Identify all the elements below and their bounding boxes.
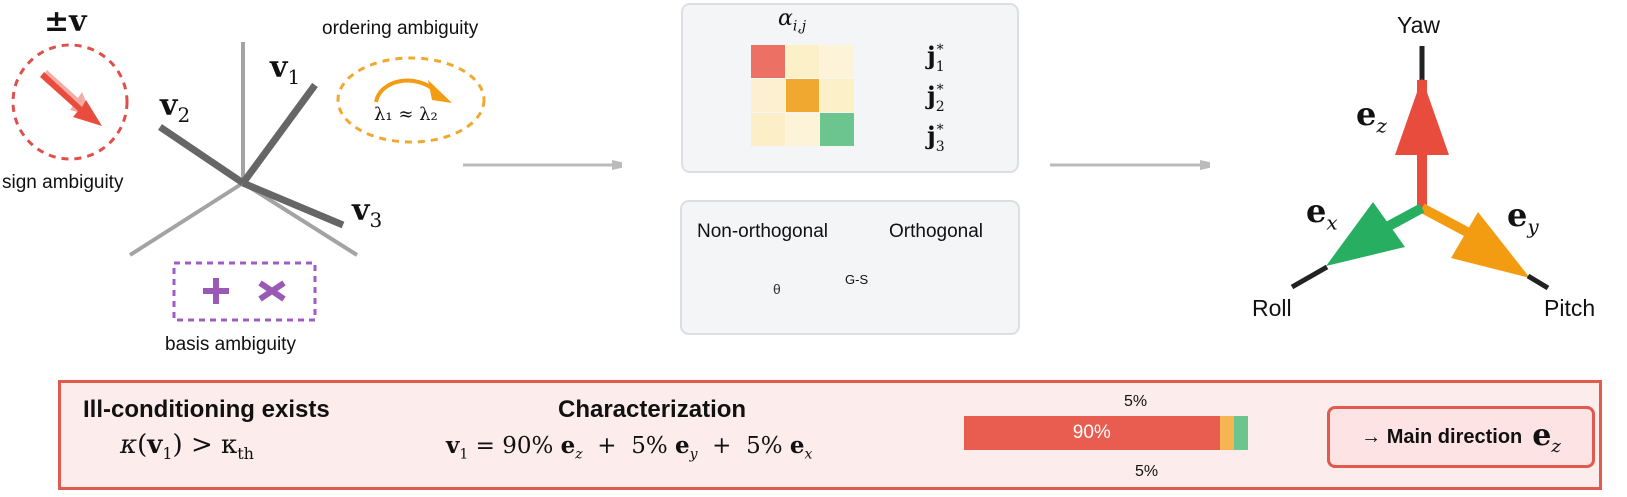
attention-matrix xyxy=(751,45,854,146)
bar-segment-ey xyxy=(1219,416,1234,450)
j1-label: j1* xyxy=(927,41,945,75)
bar-segment-ex xyxy=(1233,416,1248,450)
main-direction-label: → Main direction xyxy=(1361,425,1523,448)
matrix-cell xyxy=(751,45,785,78)
gram-schmidt-panel xyxy=(680,200,1020,335)
j3-label: j3* xyxy=(927,121,945,155)
v2-label: v2 xyxy=(160,88,191,127)
matrix-cell xyxy=(820,79,854,112)
matrix-cell xyxy=(785,79,820,112)
eigenvalue-expr: λ₁ ≈ λ₂ xyxy=(374,104,438,125)
bar-top-label: 5% xyxy=(1124,393,1148,410)
pitch-label: Pitch xyxy=(1544,295,1596,321)
characterization-expr: v1 = 90% ez + 5% ey + 5% ex xyxy=(446,432,813,463)
ordering-ambiguity-label: ordering ambiguity xyxy=(322,18,479,39)
ex-label: ex xyxy=(1306,192,1338,235)
basis-ambiguity-label: basis ambiguity xyxy=(165,334,296,355)
main-direction-vector: ez xyxy=(1532,417,1561,457)
bar-segment-ez: 90% xyxy=(964,416,1220,450)
basis-ambiguity-icon xyxy=(172,261,317,322)
yaw-label: Yaw xyxy=(1397,12,1441,38)
matrix-cell xyxy=(785,113,820,146)
matrix-cell xyxy=(820,45,854,78)
theta-label: θ xyxy=(773,281,781,297)
ez-label: ez xyxy=(1356,95,1387,138)
bar-bottom-label: 5% xyxy=(1135,463,1159,480)
sign-ambiguity-icon xyxy=(11,43,129,161)
matrix-cell xyxy=(751,113,785,146)
body-frame-icon xyxy=(1290,46,1550,291)
eigenvector-star-icon xyxy=(128,42,359,257)
sign-symbol: ±v xyxy=(44,4,87,39)
j2-label: j2* xyxy=(927,81,945,115)
matrix-cell xyxy=(751,79,785,112)
orthogonal-label: Orthogonal xyxy=(889,221,984,242)
sign-ambiguity-label: sign ambiguity xyxy=(2,172,124,193)
v1-label: v1 xyxy=(270,50,301,89)
gs-arrow-label: G-S xyxy=(845,272,869,287)
v3-label: v3 xyxy=(352,193,383,232)
matrix-cell xyxy=(785,45,820,78)
ordering-ambiguity-icon xyxy=(336,56,486,144)
non-orthogonal-label: Non-orthogonal xyxy=(697,221,828,242)
output-labels: j1* j2* j3* xyxy=(927,38,952,158)
ey-label: ey xyxy=(1507,196,1539,239)
condition-expr: κ(v1) > κth xyxy=(120,430,254,464)
ill-conditioning-title: Ill-conditioning exists xyxy=(83,396,330,423)
matrix-title: αi,j xyxy=(778,6,807,35)
matrix-cell xyxy=(820,113,854,146)
main-direction-badge: → Main direction ez xyxy=(1327,406,1595,468)
roll-label: Roll xyxy=(1252,295,1292,321)
contribution-bar: 90% xyxy=(964,416,1248,450)
characterization-title: Characterization xyxy=(558,396,747,423)
